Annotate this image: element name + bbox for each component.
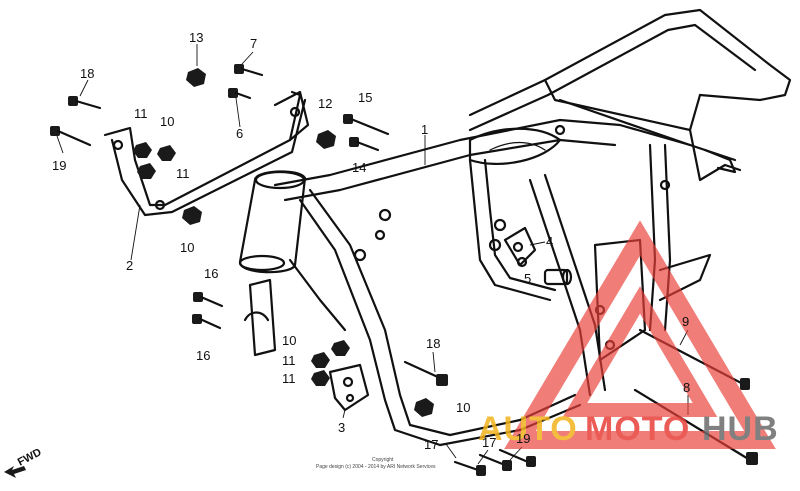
callout-11-lower: 11 — [176, 166, 190, 181]
lower-bracket-3 — [328, 363, 370, 412]
nut-12 — [316, 130, 336, 149]
callout-13: 13 — [189, 30, 203, 45]
callout-2: 2 — [126, 258, 133, 273]
nut-4 — [516, 256, 528, 268]
callout-17-left: 17 — [424, 437, 438, 452]
copyright-notice: Copyright Page design (c) 2004 - 2014 by… — [316, 457, 436, 470]
callout-17-right: 17 — [482, 435, 496, 450]
callout-19-left: 19 — [52, 158, 66, 173]
watermark-text-hub: HUB — [702, 410, 779, 448]
bolt-17-bottom-left — [453, 460, 486, 476]
callout-8: 8 — [683, 380, 690, 395]
callout-18-top: 18 — [80, 66, 94, 81]
callout-14: 14 — [352, 160, 366, 175]
callout-15: 15 — [358, 90, 372, 105]
bolt-16-upper — [193, 292, 224, 308]
callout-labels: 13 7 18 6 12 15 1 11 10 19 11 14 10 2 4 … — [52, 30, 690, 452]
nut-11-lower — [137, 163, 156, 179]
callout-10-mid: 10 — [180, 240, 194, 255]
copyright-line-2: Page design (c) 2004 - 2014 by ARI Netwo… — [316, 464, 436, 470]
callout-11-upper: 11 — [134, 106, 148, 121]
callout-9: 9 — [682, 314, 689, 329]
callout-10-lower-right: 10 — [456, 400, 470, 415]
bolt-18-top — [68, 96, 102, 110]
callout-1: 1 — [421, 122, 428, 137]
nut-11-upper — [133, 142, 152, 158]
bolt-6 — [228, 88, 252, 100]
watermark-text-moto: MOTO — [585, 410, 690, 448]
callout-4: 4 — [546, 234, 553, 249]
forward-arrow-icon — [4, 466, 26, 478]
callout-5: 5 — [524, 271, 531, 286]
nut-11-lower-b — [311, 370, 330, 386]
bolt-7 — [234, 64, 264, 77]
nut-11-lower-a — [311, 352, 330, 368]
forward-label: FWD — [16, 446, 44, 468]
copyright-line-1: Copyright — [372, 457, 394, 463]
bolt-15 — [343, 114, 390, 136]
watermark-logo: AUTO MOTO HUB — [478, 220, 779, 449]
bolt-14 — [349, 137, 380, 152]
leader-lines — [56, 44, 689, 465]
callout-10-lower-left: 10 — [282, 333, 296, 348]
callout-11-lower-a: 11 — [282, 353, 296, 368]
callout-7: 7 — [250, 36, 257, 51]
callout-18-lower: 18 — [426, 336, 440, 351]
bolt-16-lower — [192, 314, 222, 330]
callout-16-lower: 16 — [196, 348, 210, 363]
engine-hanger-bracket-2 — [103, 90, 310, 217]
callout-3: 3 — [338, 420, 345, 435]
callout-12: 12 — [318, 96, 332, 111]
nut-10-mid — [182, 206, 202, 225]
nut-13 — [186, 68, 206, 87]
bolt-18-lower — [403, 360, 448, 386]
nut-10-lower-right — [414, 398, 434, 417]
callout-6: 6 — [236, 126, 243, 141]
callout-10-upper: 10 — [160, 114, 174, 129]
bolt-17-bottom-right — [478, 453, 512, 471]
nut-10-lower-left — [331, 340, 350, 356]
callout-16-upper: 16 — [204, 266, 218, 281]
watermark-triangle — [504, 220, 776, 449]
forward-direction-indicator: FWD — [4, 446, 44, 478]
callout-19-bottom: 19 — [516, 431, 530, 446]
callout-11-lower-b: 11 — [282, 371, 296, 386]
nut-10-upper — [157, 145, 176, 161]
bolt-19-left — [50, 126, 92, 147]
collar-5 — [543, 268, 573, 286]
watermark-text-auto: AUTO — [478, 410, 578, 448]
